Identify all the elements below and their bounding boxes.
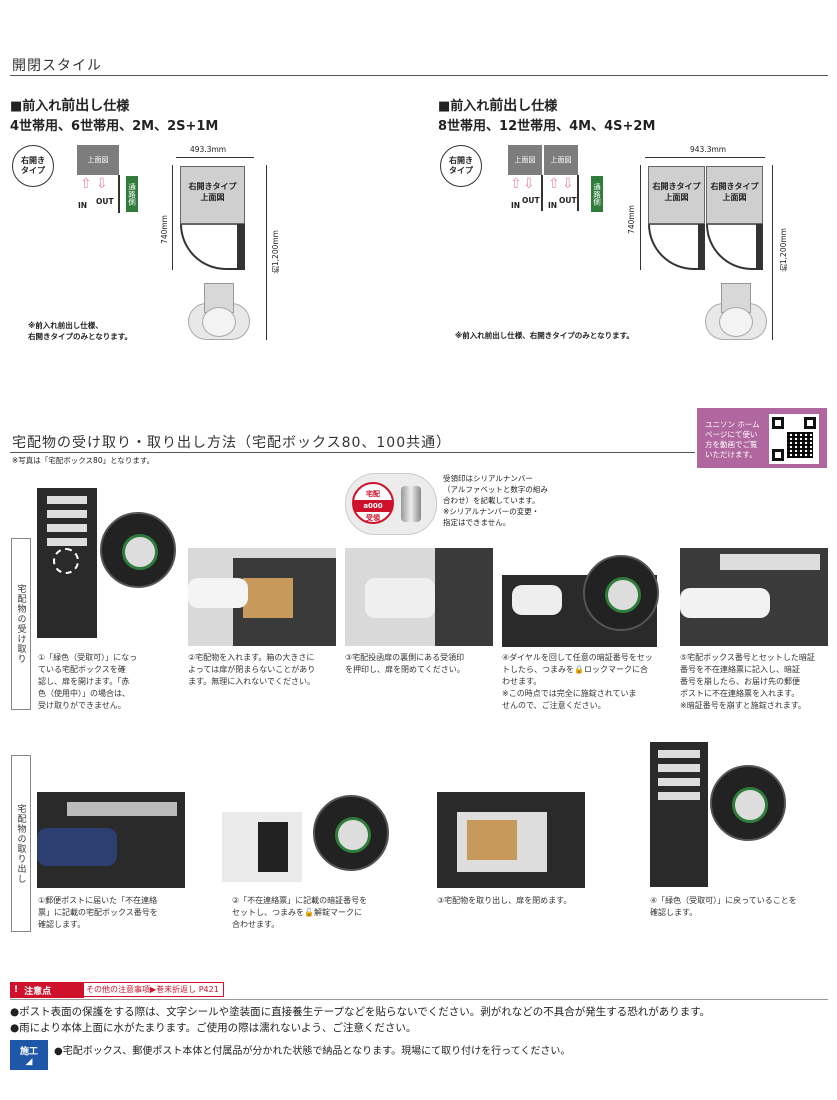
- top-view-box: 上面図: [77, 145, 119, 175]
- section-divider: [10, 75, 828, 76]
- photo-note: ※写真は「宅配ボックス80」となります。: [12, 456, 155, 465]
- depth-dimension-line: [640, 165, 641, 270]
- stamp-label-mid: a000: [354, 500, 392, 512]
- section-divider: [10, 452, 695, 453]
- in-arrow-icon: ⇧: [548, 176, 560, 192]
- stamp-image: 宅配 a000 受領: [345, 473, 437, 535]
- door-line-2: [577, 175, 579, 211]
- in-label: IN: [548, 201, 558, 210]
- caution-badge: !注意点: [10, 982, 84, 998]
- door-panel: [237, 224, 245, 270]
- passage-side-label: 通路側: [591, 176, 603, 212]
- door-swing-arc: [648, 224, 705, 270]
- plan-top-view-box-2: 右開きタイプ 上面図: [706, 166, 763, 224]
- step2-photo: [188, 548, 336, 646]
- height-dimension-line: [772, 165, 773, 340]
- plan-top-view-box: 右開きタイプ 上面図: [180, 166, 245, 224]
- door-panel: [756, 224, 763, 270]
- stamp-label-bot: 受領: [366, 514, 380, 522]
- height-dimension: 約1,200mm: [271, 230, 280, 274]
- mailbox-unit-photo: [37, 488, 97, 638]
- note-line-2: ●雨により本体上面に水がたまります。ご使用の際は濡れないよう、ご注意ください。: [10, 1022, 417, 1034]
- depth-dimension: 740mm: [627, 205, 636, 234]
- height-dimension: 約1,200mm: [779, 228, 788, 272]
- width-dimension-line: [176, 157, 254, 158]
- left-note: ※前入れ前出し仕様、 右開きタイプのみとなります。: [28, 321, 133, 341]
- person-top-view: [188, 283, 250, 340]
- out-arrow-icon: ⇩: [96, 176, 108, 192]
- out-arrow-icon: ⇩: [562, 176, 574, 192]
- right-open-badge: 右開き タイプ: [12, 145, 54, 187]
- width-dimension: 943.3mm: [690, 145, 727, 154]
- section-title-delivery: 宅配物の受け取り・取り出し方法（宅配ボックス80、100共通）: [12, 435, 452, 451]
- person-top-view: [705, 283, 767, 340]
- top-view-box-2: 上面図: [544, 145, 578, 175]
- dial-lock-closeup: [710, 765, 786, 841]
- width-dimension-line: [645, 157, 765, 158]
- section-title-opening-style: 開閉スタイル: [12, 58, 102, 74]
- stamp-note: 受領印はシリアルナンバー （アルファベットと数字の組み 合わせ）を記載しています…: [443, 474, 548, 527]
- out-arrow-icon: ⇩: [523, 176, 535, 192]
- dial-lock-closeup: [100, 512, 176, 588]
- notes-divider: [10, 999, 828, 1000]
- out-label: OUT: [96, 197, 114, 206]
- step5-photo: [680, 548, 828, 646]
- in-label: IN: [78, 201, 88, 210]
- top-view-box-1: 上面図: [508, 145, 542, 175]
- out-label: OUT: [522, 196, 540, 205]
- qr-text: ユニソン ホーム ページにて使い 方を動画でご覧 いただけます。: [705, 420, 760, 459]
- door-swing-arc: [706, 224, 763, 270]
- right-subheading: 8世帯用、12世帯用、4M、4S+2M: [438, 119, 656, 134]
- stamp-label-top: 宅配: [366, 490, 380, 498]
- note-line-1: ●ポスト表面の保護をする際は、文字シールや塗装面に直接養生テープなどを貼らないで…: [10, 1006, 711, 1018]
- door-line: [118, 175, 120, 213]
- retrieve-step-3: ③宅配物を取り出し、扉を閉めます。: [437, 896, 572, 905]
- door-swing-arc: [180, 224, 245, 270]
- in-arrow-icon: ⇧: [510, 176, 522, 192]
- right-heading: ■前入れ前出し仕様: [438, 98, 558, 114]
- left-heading: ■前入れ前出し仕様: [10, 98, 130, 114]
- in-label: IN: [511, 201, 521, 210]
- receive-label: 宅配物の受け取り: [11, 538, 31, 710]
- door-line-1: [541, 175, 543, 211]
- dial-lock-closeup: [313, 795, 389, 871]
- right-note: ※前入れ前出し仕様、右開きタイプのみとなります。: [455, 331, 634, 340]
- retrieve-step3-photo: [437, 792, 585, 888]
- qr-panel: ユニソン ホーム ページにて使い 方を動画でご覧 いただけます。: [697, 408, 827, 468]
- height-dimension-line: [266, 165, 267, 340]
- depth-dimension-line: [172, 165, 173, 270]
- retrieve-label: 宅配物の取り出し: [11, 755, 31, 932]
- construction-line: ●宅配ボックス、郵便ポスト本体と付属品が分かれた状態で納品となります。現場にて取…: [54, 1046, 571, 1057]
- step3-photo: [345, 548, 493, 646]
- plan-top-view-box-1: 右開きタイプ 上面図: [648, 166, 705, 224]
- door-panel: [698, 224, 705, 270]
- receive-step-4: ④ダイヤルを回して任意の暗証番号をセッ トしたら、つまみを🔒ロックマークに合 わ…: [502, 653, 653, 710]
- retrieve-step4-photo: [650, 742, 708, 887]
- right-open-badge-2: 右開き タイプ: [440, 145, 482, 187]
- receive-step-1: ①「緑色（受取可）」になっ ている宅配ボックスを確 認し、扉を開けます。「赤 色…: [38, 653, 138, 710]
- retrieve-step-1: ①郵便ポストに届いた「不在連絡 票」に記載の宅配ボックス番号を 確認します。: [38, 896, 158, 929]
- retrieve-step1-photo: [37, 792, 185, 888]
- retrieve-step-2: ②「不在連絡票」に記載の暗証番号を セットし、つまみを🔓解錠マークに 合わせます…: [232, 896, 368, 929]
- width-dimension: 493.3mm: [190, 145, 227, 154]
- depth-dimension: 740mm: [160, 215, 169, 244]
- retrieve-step-4: ④「緑色（受取可）」に戻っていることを 確認します。: [650, 896, 797, 917]
- trowel-icon: ◢: [25, 1056, 33, 1067]
- exclamation-icon: !: [14, 985, 19, 995]
- passage-side-label: 通路側: [126, 176, 138, 212]
- receive-step-2: ②宅配物を入れます。箱の大きさに よっては扉が閉まらないことがあり ます。無理に…: [188, 653, 316, 686]
- qr-code-icon[interactable]: [769, 414, 819, 464]
- reference-link[interactable]: その他の注意事項▶巻末折返し P421: [82, 982, 224, 997]
- retrieve-step2-photo: [222, 812, 302, 882]
- receive-step-3: ③宅配投函扉の裏側にある受領印 を押印し、扉を閉めてください。: [345, 653, 465, 674]
- receive-step-5: ⑤宅配ボックス番号とセットした暗証 番号を不在連絡票に記入し、暗証 番号を崩した…: [680, 653, 815, 710]
- dial-lock-closeup: [583, 555, 659, 631]
- in-arrow-icon: ⇧: [80, 176, 92, 192]
- construction-badge: 施工 ◢: [10, 1040, 48, 1070]
- left-subheading: 4世帯用、6世帯用、2M、2S+1M: [10, 119, 219, 134]
- out-label: OUT: [559, 196, 577, 205]
